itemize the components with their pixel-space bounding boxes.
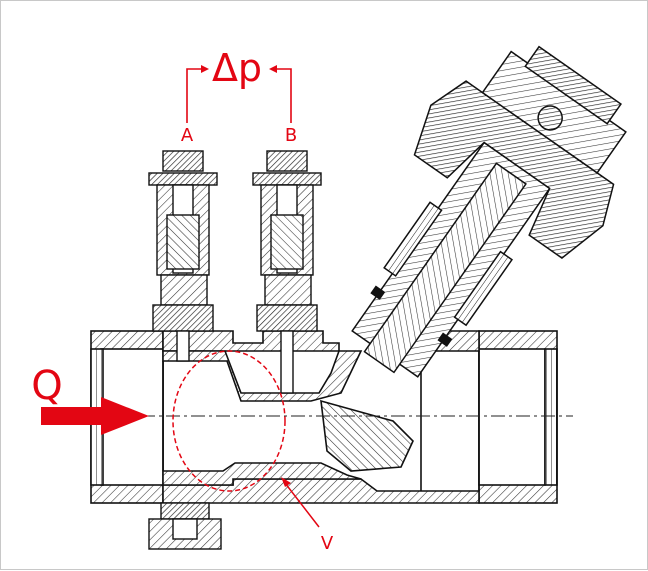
test-point-a — [148, 150, 218, 362]
zone-label: V — [321, 533, 334, 554]
port-a-label: A — [181, 125, 194, 146]
zone-leader-line — [284, 482, 320, 528]
test-point-b — [252, 150, 322, 394]
bracket-right — [273, 68, 292, 123]
port-b-label: B — [285, 125, 297, 146]
flow-arrow — [41, 397, 149, 435]
delta-p-label: Δp — [212, 46, 262, 90]
annotations: Δp A B Q V — [31, 46, 334, 554]
valve-bonnet — [351, 45, 627, 378]
drain-plug — [148, 502, 222, 550]
flow-label: Q — [31, 363, 62, 409]
venturi-zone-ellipse — [172, 350, 286, 492]
valve-body — [90, 330, 558, 504]
bracket-left — [186, 68, 205, 123]
